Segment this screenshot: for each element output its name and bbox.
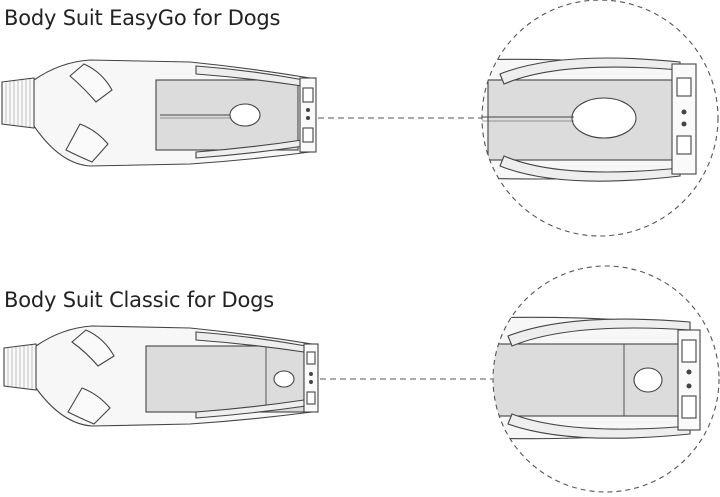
easygo-zoom-detail (481, 0, 719, 237)
easygo-front-sleeve-top (69, 63, 113, 103)
classic-zoom-circle (492, 265, 720, 493)
easygo-zoom-circle (481, 0, 719, 237)
classic-front-sleeve-bottom (67, 387, 111, 425)
easygo-neck-cuff (1, 77, 39, 129)
title-classic: Body Suit Classic for Dogs (4, 288, 275, 312)
classic-neck-cuff (3, 343, 41, 391)
classic-suit (3, 325, 319, 427)
title-easygo: Body Suit EasyGo for Dogs (4, 6, 281, 30)
classic-opening (273, 370, 295, 388)
classic-front-sleeve-top (71, 329, 115, 367)
classic-zoom-detail (492, 265, 720, 493)
easygo-front-sleeve-bottom (65, 123, 109, 163)
easygo-suit (1, 59, 317, 167)
easygo-opening (229, 103, 261, 127)
